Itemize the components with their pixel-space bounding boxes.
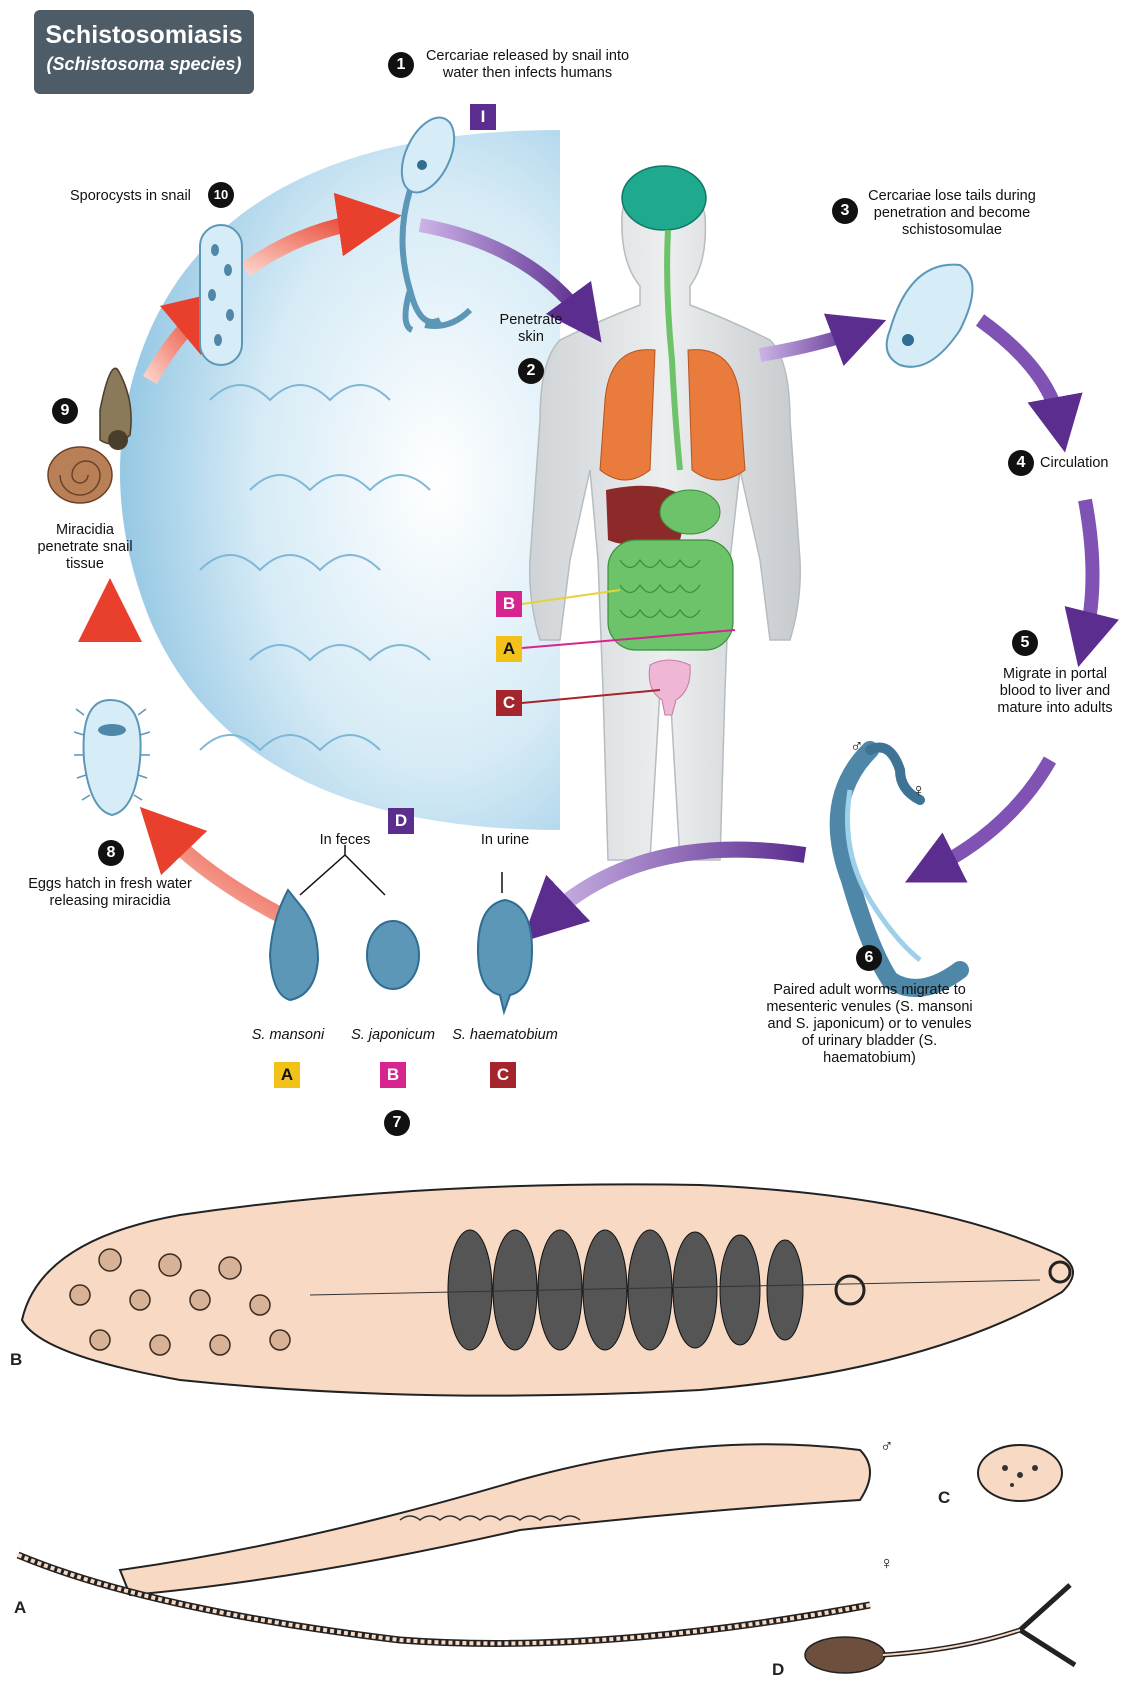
stage-box-b: B <box>496 591 522 617</box>
cercaria-figure-d <box>805 1585 1075 1673</box>
male-symbol: ♂ <box>850 738 864 755</box>
step-5-marker: 5 <box>1012 630 1038 656</box>
step-10-label: Sporocysts in snail <box>70 188 210 205</box>
miracidium <box>74 700 150 815</box>
water-pool <box>120 130 560 830</box>
egg-haematobium <box>478 900 532 1012</box>
egg-box-a: A <box>274 1062 300 1088</box>
figure-label-a: A <box>14 1598 26 1618</box>
stage-box-d: D <box>388 808 414 834</box>
step-9-label: Miracidia penetrate snail tissue <box>30 522 140 573</box>
arrow-human-to-schistosomulae <box>760 330 860 355</box>
male-worm <box>120 1444 870 1595</box>
fluke-figure-b <box>22 1184 1073 1395</box>
step-1-marker: 1 <box>388 52 414 78</box>
brain <box>622 166 706 230</box>
step-7-marker: 7 <box>384 1110 410 1136</box>
title-box: Schistosomiasis (Schistosoma species) <box>34 10 254 94</box>
snails <box>48 368 131 503</box>
egg-label-mansoni: S. mansoni <box>238 1027 338 1044</box>
egg-label-japonicum: S. japonicum <box>338 1027 448 1044</box>
intestines <box>608 540 733 650</box>
worms-figure-a <box>18 1444 870 1643</box>
egg-box-c: C <box>490 1062 516 1088</box>
step-5-label: Migrate in portal blood to liver and mat… <box>985 666 1125 717</box>
step-2-marker: 2 <box>518 358 544 384</box>
arrow-schistosomulae-to-circulation <box>980 320 1060 425</box>
figure-label-d: D <box>772 1660 784 1680</box>
stage-box-i: I <box>470 104 496 130</box>
step-2-label: Penetrate skin <box>496 312 566 346</box>
step-9-marker: 9 <box>52 398 78 424</box>
egg-japonicum <box>367 921 419 989</box>
figure-male-symbol: ♂ <box>880 1438 894 1455</box>
step-6-marker: 6 <box>856 945 882 971</box>
figure-label-c: C <box>938 1488 950 1508</box>
step-10-marker: 10 <box>208 182 234 208</box>
figure-female-symbol: ♀ <box>880 1555 894 1572</box>
step-4-marker: 4 <box>1008 450 1034 476</box>
egg-box-b: B <box>380 1062 406 1088</box>
step-4-label: Circulation <box>1040 455 1130 472</box>
in-feces-label: In feces <box>300 832 390 849</box>
eggs <box>270 845 532 1012</box>
step-3-label: Cercariae lose tails during penetration … <box>862 188 1042 239</box>
arrow-circulation-to-liver <box>1085 500 1093 640</box>
schistosomulae <box>887 265 973 367</box>
arrow-adults-to-eggs <box>545 850 805 920</box>
diagram-title: Schistosomiasis <box>34 21 254 50</box>
stage-box-a: A <box>496 636 522 662</box>
egg-label-haematobium: S. haematobium <box>440 1027 570 1044</box>
figure-label-b: B <box>10 1350 22 1370</box>
step-6-label: Paired adult worms migrate to mesenteric… <box>762 982 977 1067</box>
arrow-liver-to-adults <box>930 760 1050 870</box>
sporocyst <box>200 225 242 365</box>
stage-box-c: C <box>496 690 522 716</box>
feces-bracket <box>300 845 385 895</box>
step-8-label: Eggs hatch in fresh water releasing mira… <box>10 876 210 910</box>
egg-figure-c <box>978 1445 1062 1501</box>
in-urine-label: In urine <box>460 832 550 849</box>
step-8-marker: 8 <box>98 840 124 866</box>
female-symbol: ♀ <box>912 782 926 799</box>
step-1-label: Cercariae released by snail into water t… <box>420 48 635 82</box>
diagram-subtitle: (Schistosoma species) <box>34 54 254 75</box>
step-3-marker: 3 <box>832 198 858 224</box>
stomach <box>660 490 720 534</box>
